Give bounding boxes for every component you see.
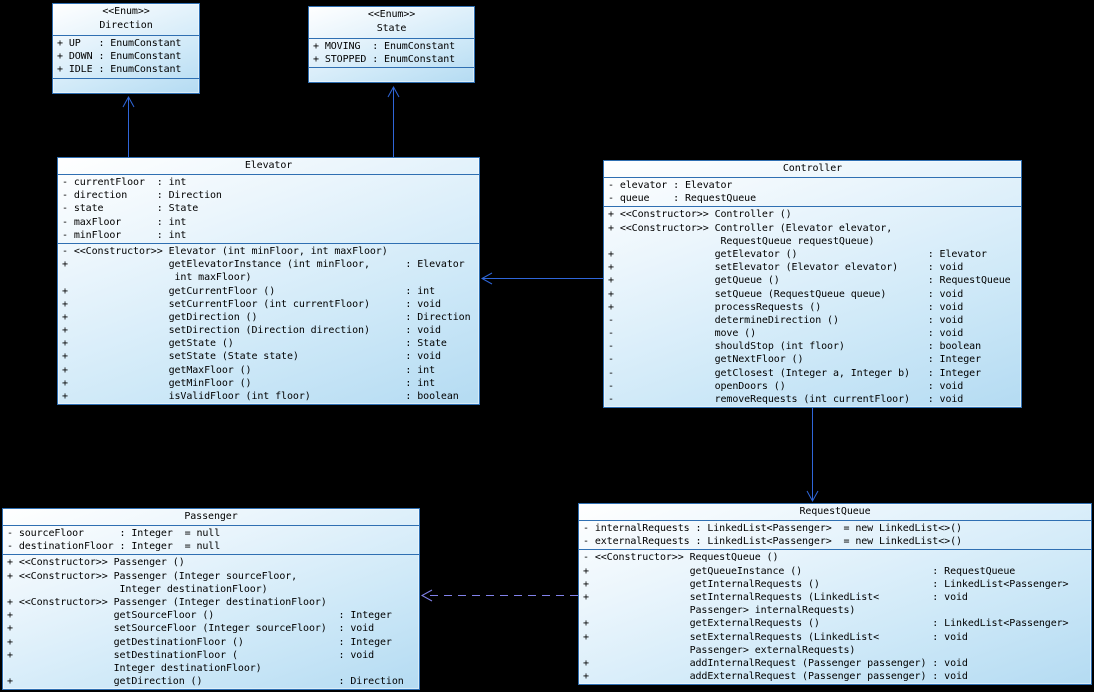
methods-section-empty	[53, 79, 199, 93]
member-line: + STOPPED : EnumConstant	[313, 54, 456, 66]
class-title: Elevator	[58, 158, 479, 175]
member-line: + DOWN : EnumConstant	[57, 51, 182, 63]
member-line: Integer destinationFloor)	[7, 662, 262, 674]
arrow-elevator-to-direction	[122, 95, 135, 157]
member-line: - determineDirection () : void	[608, 314, 964, 326]
member-line: - getClosest (Integer a, Integer b) : In…	[608, 367, 981, 379]
class-title: RequestQueue	[579, 504, 1091, 521]
member-line: + isValidFloor (int floor) : boolean	[62, 391, 459, 402]
member-line: + setDirection (Direction direction) : v…	[62, 325, 441, 337]
member-line: + getDirection () : Direction	[7, 676, 404, 688]
member-line: + getExternalRequests () : LinkedList<Pa…	[583, 618, 1069, 630]
class-title: Passenger	[3, 509, 419, 526]
member-line: - shouldStop (int floor) : boolean	[608, 341, 981, 353]
member-line: - elevator : Elevator	[608, 180, 733, 191]
class-title: State	[376, 23, 407, 34]
member-line: + setInternalRequests (LinkedList< : voi…	[583, 591, 968, 603]
member-line: + MOVING : EnumConstant	[313, 41, 456, 52]
member-line: + getDirection () : Direction	[62, 311, 471, 323]
class-header: <<Enum>> Direction	[53, 4, 199, 36]
member-line: - currentFloor : int	[62, 177, 187, 188]
member-line: + getSourceFloor () : Integer	[7, 610, 392, 622]
class-box-direction-enum[interactable]: <<Enum>> Direction + UP : EnumConstant+ …	[52, 3, 200, 94]
member-line: - removeRequests (int currentFloor) : vo…	[608, 394, 964, 405]
methods-section: + <<Constructor>> Passenger ()+ <<Constr…	[3, 555, 419, 689]
class-box-controller[interactable]: Controller - elevator : Elevator - queue …	[603, 160, 1022, 409]
member-line: - minFloor : int	[62, 229, 187, 241]
member-line: + getElevator () : Elevator	[608, 248, 987, 260]
member-line: + setElevator (Elevator elevator) : void	[608, 262, 964, 274]
attributes-section: + MOVING : EnumConstant + STOPPED : EnumC…	[309, 39, 474, 69]
member-line: + setDestinationFloor ( : void	[7, 649, 375, 661]
member-line: - state : State	[62, 203, 199, 215]
member-line: + setExternalRequests (LinkedList< : voi…	[583, 631, 968, 643]
class-box-request-queue[interactable]: RequestQueue - internalRequests : Linked…	[578, 503, 1092, 686]
member-line: + processRequests () : void	[608, 301, 964, 313]
member-line: Passenger> internalRequests)	[583, 605, 856, 617]
member-line: + getElevatorInstance (int minFloor, : E…	[62, 259, 465, 271]
member-line: + addInternalRequest (Passenger passenge…	[583, 657, 968, 669]
member-line: + <<Constructor>> Passenger (Integer sou…	[7, 570, 298, 582]
class-box-state-enum[interactable]: <<Enum>> State + MOVING : EnumConstant+ …	[308, 6, 475, 84]
stereotype-label: <<Enum>>	[102, 6, 150, 17]
member-line: + UP : EnumConstant	[57, 38, 182, 49]
attributes-section: + UP : EnumConstant + DOWN : EnumConstant…	[53, 36, 199, 79]
member-line: - queue : RequestQueue	[608, 193, 757, 205]
member-line: + addExternalRequest (Passenger passenge…	[583, 671, 968, 683]
attributes-section: - sourceFloor : Integer = null - destinat…	[3, 526, 419, 556]
member-line: RequestQueue requestQueue)	[608, 235, 875, 247]
class-box-passenger[interactable]: Passenger - sourceFloor : Integer = null…	[2, 508, 420, 691]
member-line: - getNextFloor () : Integer	[608, 354, 981, 366]
member-line: + setCurrentFloor (int currentFloor) : v…	[62, 298, 441, 310]
member-line: + getMinFloor () : int	[62, 377, 435, 389]
member-line: - direction : Direction	[62, 190, 222, 202]
arrow-controller-to-requestqueue	[806, 407, 819, 503]
member-line: + getQueue () : RequestQueue	[608, 275, 1011, 287]
member-line: + setState (State state) : void	[62, 351, 441, 363]
member-line: - externalRequests : LinkedList<Passenge…	[583, 536, 962, 548]
arrow-controller-to-elevator	[480, 272, 603, 285]
member-line: + getInternalRequests () : LinkedList<Pa…	[583, 578, 1069, 590]
attributes-section: - internalRequests : LinkedList<Passenge…	[579, 521, 1091, 551]
attributes-section: - elevator : Elevator - queue : RequestQu…	[604, 178, 1021, 208]
member-line: + setSourceFloor (Integer sourceFloor) :…	[7, 623, 375, 635]
member-line: + <<Constructor>> Controller (Elevator e…	[608, 222, 893, 234]
member-line: + getQueueInstance () : RequestQueue	[583, 565, 1016, 577]
stereotype-label: <<Enum>>	[367, 9, 416, 20]
member-line: - sourceFloor : Integer = null	[7, 528, 221, 539]
member-line: int maxFloor)	[62, 272, 252, 284]
methods-section: - <<Constructor>> RequestQueue ()+ getQu…	[579, 550, 1091, 684]
member-line: - <<Constructor>> Elevator (int minFloor…	[62, 245, 388, 257]
member-line: + IDLE : EnumConstant	[57, 64, 182, 76]
member-line: + <<Constructor>> Passenger (Integer des…	[7, 596, 327, 608]
member-line: - maxFloor : int	[62, 216, 187, 228]
member-line: + getDestinationFloor () : Integer	[7, 636, 392, 648]
member-line: - <<Constructor>> RequestQueue ()	[583, 552, 779, 564]
member-line: Integer destinationFloor)	[7, 583, 268, 595]
member-line: - move () : void	[608, 328, 964, 340]
member-line: + getMaxFloor () : int	[62, 364, 435, 376]
class-box-elevator[interactable]: Elevator - currentFloor : int - direction…	[57, 157, 480, 406]
member-line: + <<Constructor>> Controller ()	[608, 209, 792, 221]
member-line: - internalRequests : LinkedList<Passenge…	[583, 523, 962, 534]
member-line: - openDoors () : void	[608, 380, 964, 392]
member-line: + getState () : State	[62, 338, 447, 350]
member-line: Passenger> externalRequests)	[583, 644, 856, 656]
arrow-requestqueue-to-passenger	[420, 589, 578, 602]
class-title: Direction	[99, 20, 153, 31]
member-line: + setQueue (RequestQueue queue) : void	[608, 288, 964, 300]
class-title: Controller	[604, 161, 1021, 178]
member-line: + <<Constructor>> Passenger ()	[7, 557, 185, 569]
class-header: <<Enum>> State	[309, 7, 474, 39]
methods-section-empty	[309, 68, 474, 82]
attributes-section: - currentFloor : int - direction : Direct…	[58, 175, 479, 244]
member-line: + getCurrentFloor () : int	[62, 285, 435, 297]
methods-section: - <<Constructor>> Elevator (int minFloor…	[58, 244, 479, 404]
methods-section: + <<Constructor>> Controller ()+ <<Const…	[604, 207, 1021, 407]
arrow-elevator-to-state	[387, 85, 400, 157]
member-line: - destinationFloor : Integer = null	[7, 541, 221, 553]
